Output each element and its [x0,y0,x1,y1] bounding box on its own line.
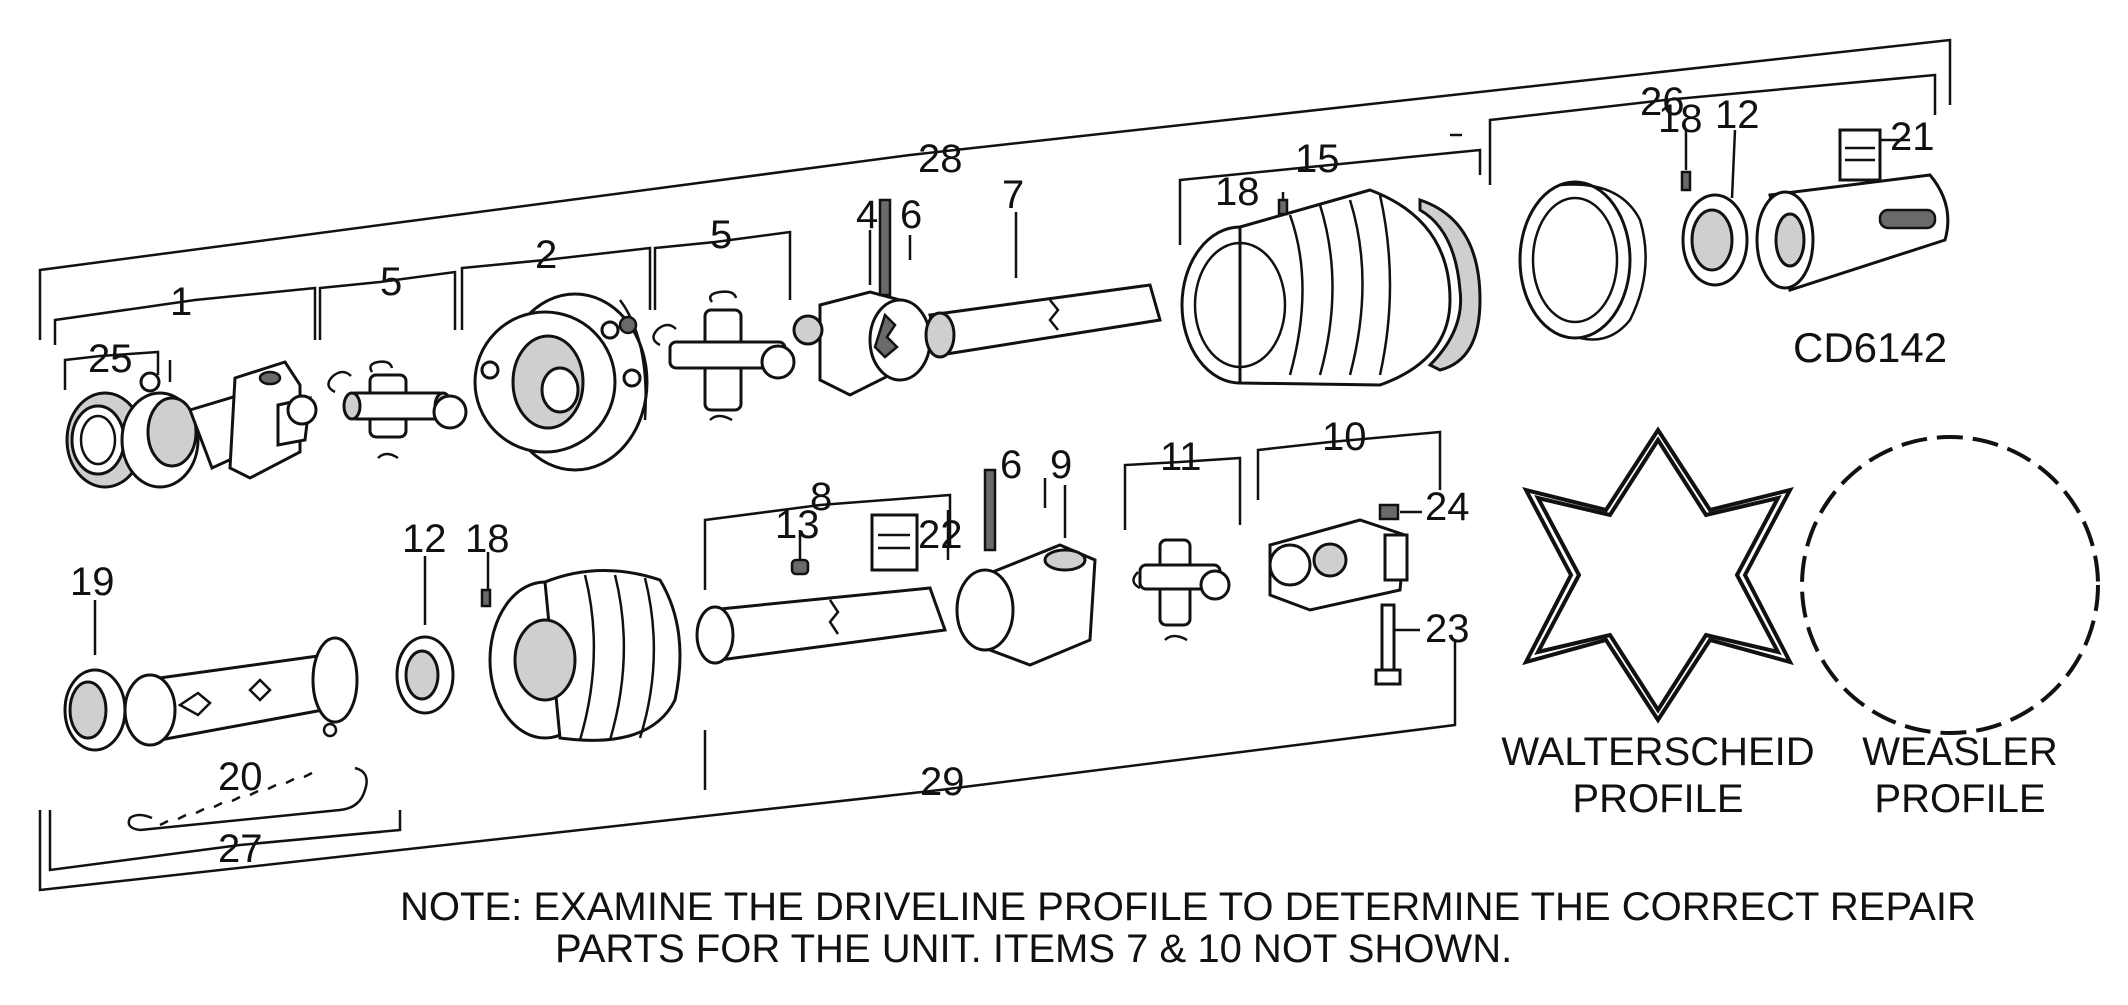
weasler-profile-icon [1800,435,2100,735]
callout-10: 10 [1322,415,1367,459]
weasler-label-line2: PROFILE [1874,777,2045,821]
part-26-shield-cone [1518,180,1647,341]
part-2-cv-housing [473,292,649,472]
part-18-screw-upper [1277,198,1289,216]
callout-28: 28 [918,137,963,181]
bracket-25 [63,350,160,390]
callout-6-lower: 6 [1000,443,1022,487]
callout-29: 29 [920,760,965,804]
callout-13: 13 [775,503,820,547]
bracket-5b [653,230,792,310]
part-13-grease-fitting [790,558,810,576]
note-line-2: PARTS FOR THE UNIT. ITEMS 7 & 10 NOT SHO… [555,927,1512,971]
callout-24: 24 [1425,485,1470,529]
callout-19: 19 [70,560,115,604]
callout-11: 11 [1160,435,1202,479]
callout-12-upper: 12 [1715,93,1760,137]
bracket-11 [1123,456,1242,530]
callout-22: 22 [918,513,963,557]
weasler-label-line1: WEASLER [1862,730,2058,774]
bracket-29 [38,640,1457,892]
callout-18-b: 18 [1658,97,1703,141]
note-line-1: NOTE: EXAMINE THE DRIVELINE PROFILE TO D… [400,885,1976,929]
bracket-8 [703,493,952,590]
part-1-yoke-assembly [65,360,318,489]
part-20-shield-tube [123,636,359,747]
callout-15: 15 [1295,137,1340,181]
part-9-yoke [955,543,1097,667]
part-23-bolt [1374,603,1402,686]
callout-27: 27 [218,827,263,871]
part-19-end-cap [63,668,127,752]
part-18-screw-upper-right [1680,170,1692,192]
bracket-27 [48,810,402,872]
leader-lines [93,129,1910,655]
part-10-implement-yoke [1268,518,1409,612]
part-5-cross-kit-2 [652,290,796,422]
callout-20: 20 [218,755,263,799]
drawing-code: CD6142 [1793,324,1947,371]
callout-26: 26 [1640,80,1685,124]
part-7-outer-tube [924,283,1162,359]
callout-23: 23 [1425,607,1470,651]
bracket-10 [1256,430,1442,500]
bracket-28 [38,38,1952,340]
bracket-15 [1178,148,1482,245]
callout-25: 25 [88,337,133,381]
part-4-tractor-yoke [792,198,932,397]
part-11-cross-kit [1132,538,1231,642]
walterscheid-label-line1: WALTERSCHEID [1501,730,1814,774]
callout-labels: 1 2 4 5 5 6 6 7 8 9 10 11 12 12 13 15 18… [70,80,1935,871]
part-8-inner-tube [695,586,948,665]
callout-8: 8 [810,475,832,519]
part-lower-shield-cone [488,568,682,742]
callout-21: 21 [1890,115,1935,159]
callout-4: 4 [856,193,878,237]
part-18-screw-lower [480,588,492,608]
part-27-safety-chain [127,766,368,832]
part-22-decal [870,513,919,572]
part-24-nut [1378,503,1400,521]
bracket-5a [318,270,457,340]
callout-2: 2 [535,233,557,277]
bracket-26 [1488,73,1937,185]
bracket-1 [53,286,317,345]
part-12-bearing-ring-lower [395,635,455,715]
part-21-inner-yoke-tube [1755,128,1950,292]
callout-18-c: 18 [465,517,510,561]
callout-18-a: 18 [1215,170,1260,214]
walterscheid-profile-icon [1522,426,1794,724]
callout-1: 1 [170,280,192,324]
callout-7: 7 [1002,173,1024,217]
callout-9: 9 [1050,443,1072,487]
part-5-cross-kit-1 [327,360,468,460]
bracket-2 [460,246,652,330]
part-12-bearing-ring-upper [1681,193,1749,287]
callout-5a: 5 [380,260,402,304]
callout-6-upper: 6 [900,193,922,237]
part-6-pin-lower [983,468,997,552]
note-block: NOTE: EXAMINE THE DRIVELINE PROFILE TO D… [400,885,1976,971]
callout-12-lower: 12 [402,517,447,561]
callout-5b: 5 [710,213,732,257]
profile-labels: WALTERSCHEID PROFILE WEASLER PROFILE [1501,730,2057,821]
part-15-shield-cone [1180,188,1482,387]
walterscheid-label-line2: PROFILE [1572,777,1743,821]
